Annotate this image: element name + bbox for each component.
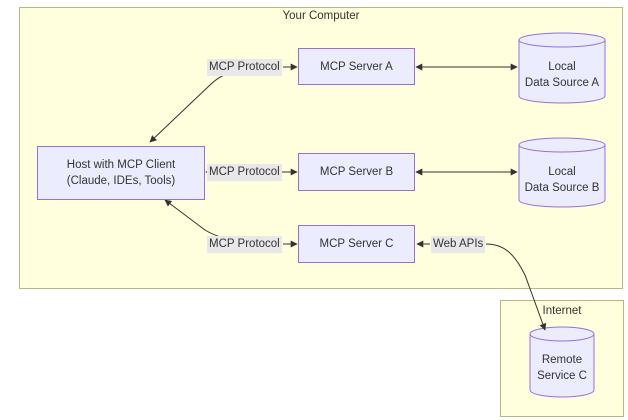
cylinder-data-source-b xyxy=(518,137,606,208)
edge-label-mcp-protocol-b: MCP Protocol xyxy=(207,164,282,181)
edge-label-web-apis: Web APIs xyxy=(431,236,486,253)
cylinder-data-source-a xyxy=(518,32,606,104)
edge-server-a-to-host xyxy=(149,66,282,143)
mcp-server-b-node[interactable]: MCP Server B xyxy=(298,153,415,191)
group-title-your-computer: Your Computer xyxy=(282,10,360,22)
data-source-a-label: Local Data Source A xyxy=(524,61,600,89)
mcp-server-a-label: MCP Server A xyxy=(320,60,393,73)
data-source-b-label: Local Data Source B xyxy=(524,166,600,194)
mcp-server-a-node[interactable]: MCP Server A xyxy=(298,48,415,85)
mcp-server-c-label: MCP Server C xyxy=(319,238,394,250)
mcp-server-c-node[interactable]: MCP Server C xyxy=(298,225,415,263)
host-node-label: Host with MCP Client (Claude, IDEs, Tool… xyxy=(66,159,176,187)
mcp-server-b-label: MCP Server B xyxy=(319,166,394,178)
edge-web-to-remote-c xyxy=(485,243,547,331)
host-node[interactable]: Host with MCP Client (Claude, IDEs, Tool… xyxy=(37,146,205,200)
remote-service-c-label: Remote Service C xyxy=(537,354,587,382)
edge-label-mcp-protocol-c: MCP Protocol xyxy=(207,236,282,253)
group-title-internet: Internet xyxy=(542,305,582,317)
edge-label-mcp-protocol-a: MCP Protocol xyxy=(207,59,282,76)
